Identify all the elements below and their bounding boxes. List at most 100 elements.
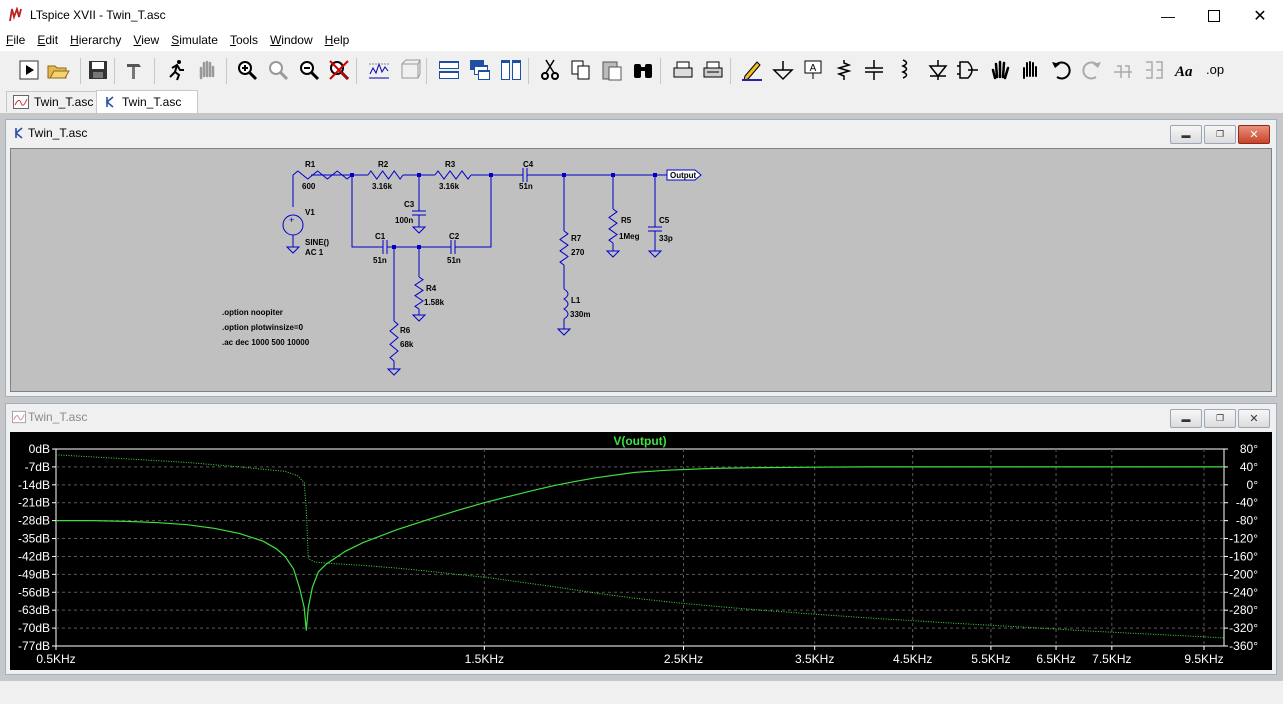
magnitude-trace: [56, 466, 1224, 631]
tile-vertical-button[interactable]: [498, 57, 524, 83]
print-button[interactable]: [700, 57, 726, 83]
resistor-r3: [434, 170, 472, 180]
rotate-icon: [1114, 65, 1132, 78]
plot-restore-button[interactable]: ❐: [1204, 409, 1236, 428]
hammer-button[interactable]: [122, 57, 148, 83]
wire: [455, 175, 492, 248]
menu-tools[interactable]: Tools: [229, 33, 258, 47]
running-man-icon: [169, 60, 184, 81]
component-label: SINE(): [305, 238, 329, 247]
copy-button[interactable]: [568, 57, 594, 83]
menu-window[interactable]: Window: [269, 33, 313, 47]
open-button[interactable]: [45, 57, 71, 83]
plot-minimize-button[interactable]: ▬: [1170, 409, 1202, 428]
toolbar-separator: [114, 58, 115, 84]
x-tick-label: 9.5KHz: [1184, 652, 1223, 666]
halt-hand-button[interactable]: [194, 57, 220, 83]
ground-button[interactable]: [770, 57, 796, 83]
component-label: R3: [445, 160, 456, 169]
zoom-pan-icon: [269, 61, 289, 81]
open-icon: [47, 65, 70, 79]
cascade-button[interactable]: [467, 57, 493, 83]
schematic-window-caption: Twin_T.asc ▬ ❐ ✕: [6, 120, 1276, 146]
toolbar-separator: [660, 58, 661, 84]
autorange-icon: [369, 62, 389, 79]
schematic-minimize-button[interactable]: ▬: [1170, 125, 1202, 144]
y-left-tick-label: -21dB: [18, 496, 50, 510]
y-right-tick-label: 0°: [1247, 478, 1259, 492]
redo-button[interactable]: [1079, 57, 1105, 83]
run-button[interactable]: [16, 57, 42, 83]
y-right-tick-label: -360°: [1229, 639, 1258, 653]
paste-button[interactable]: [599, 57, 625, 83]
y-right-tick-label: -160°: [1229, 549, 1258, 563]
capacitor-button[interactable]: [861, 57, 887, 83]
undo-button[interactable]: [1048, 57, 1074, 83]
toolbar-separator: [426, 58, 427, 84]
minimize-button[interactable]: —: [1145, 0, 1191, 31]
close-button[interactable]: ✕: [1237, 0, 1283, 31]
move-hand-button[interactable]: [987, 57, 1013, 83]
menu-hierarchy[interactable]: Hierarchy: [70, 33, 122, 47]
menu-simulate[interactable]: Simulate: [171, 33, 218, 47]
component-label: R5: [621, 216, 632, 225]
zoom-out-button[interactable]: [296, 57, 322, 83]
tab-waveform[interactable]: Twin_T.asc: [6, 91, 104, 112]
tile-horizontal-button[interactable]: [436, 57, 462, 83]
inductor-button[interactable]: [892, 57, 918, 83]
component-button[interactable]: [955, 57, 981, 83]
hammer-icon: [127, 64, 141, 79]
schematic-restore-button[interactable]: ❐: [1204, 125, 1236, 144]
x-tick-label: 6.5KHz: [1036, 652, 1075, 666]
zoom-cancel-button[interactable]: [326, 57, 352, 83]
component-label: 51n: [373, 256, 387, 265]
find-button[interactable]: [630, 57, 656, 83]
menu-file[interactable]: File: [6, 33, 26, 47]
component-label: L1: [571, 296, 581, 305]
y-right-tick-label: -80°: [1236, 514, 1258, 528]
spice-directive-button[interactable]: .op: [1203, 57, 1229, 83]
zoom-pan-button[interactable]: [265, 57, 291, 83]
schematic-drawing[interactable]: Output+R1600R23.16kR33.16kC451nC3100nC15…: [11, 149, 1271, 391]
resistor-r2: [367, 170, 404, 180]
cascade-icon: [470, 60, 490, 80]
spice-directive: .ac dec 1000 500 10000: [222, 338, 310, 347]
title-bar: LTspice XVII - Twin_T.asc — ✕: [0, 0, 1283, 31]
drag-hand-icon: [1023, 61, 1037, 79]
text-button[interactable]: Aa: [1172, 57, 1198, 83]
menu-help[interactable]: Help: [324, 33, 350, 47]
component-label: 600: [302, 182, 316, 191]
drag-hand-button[interactable]: [1017, 57, 1043, 83]
component-label: 51n: [519, 182, 533, 191]
running-man-button[interactable]: [163, 57, 189, 83]
diode-button[interactable]: [925, 57, 951, 83]
plot-window-caption: Twin_T.asc ▬ ❐ ✕: [6, 404, 1276, 430]
label-net-button[interactable]: A: [800, 57, 826, 83]
schematic-close-button[interactable]: ✕: [1238, 125, 1270, 144]
plot-window-title: Twin_T.asc: [28, 410, 88, 424]
plot-close-button[interactable]: ✕: [1238, 409, 1270, 428]
mirror-button[interactable]: [1141, 57, 1167, 83]
fit-button[interactable]: [397, 57, 423, 83]
menu-view[interactable]: View: [133, 33, 160, 47]
menu-edit[interactable]: Edit: [37, 33, 59, 47]
cut-button[interactable]: [537, 57, 563, 83]
tab-schematic[interactable]: Twin_T.asc: [96, 90, 198, 113]
autorange-button[interactable]: [366, 57, 392, 83]
ground-symbol: [556, 328, 572, 336]
zoom-in-button[interactable]: [234, 57, 260, 83]
draw-wire-button[interactable]: [739, 57, 765, 83]
minimize-icon: ▬: [1181, 129, 1191, 140]
run-icon: [19, 60, 39, 80]
save-button[interactable]: [85, 57, 111, 83]
rotate-button[interactable]: [1110, 57, 1136, 83]
print-setup-button[interactable]: [670, 57, 696, 83]
resistor-icon: [836, 60, 852, 80]
maximize-button[interactable]: [1191, 0, 1237, 31]
resistor-button[interactable]: [831, 57, 857, 83]
y-left-tick-label: -28dB: [18, 514, 50, 528]
